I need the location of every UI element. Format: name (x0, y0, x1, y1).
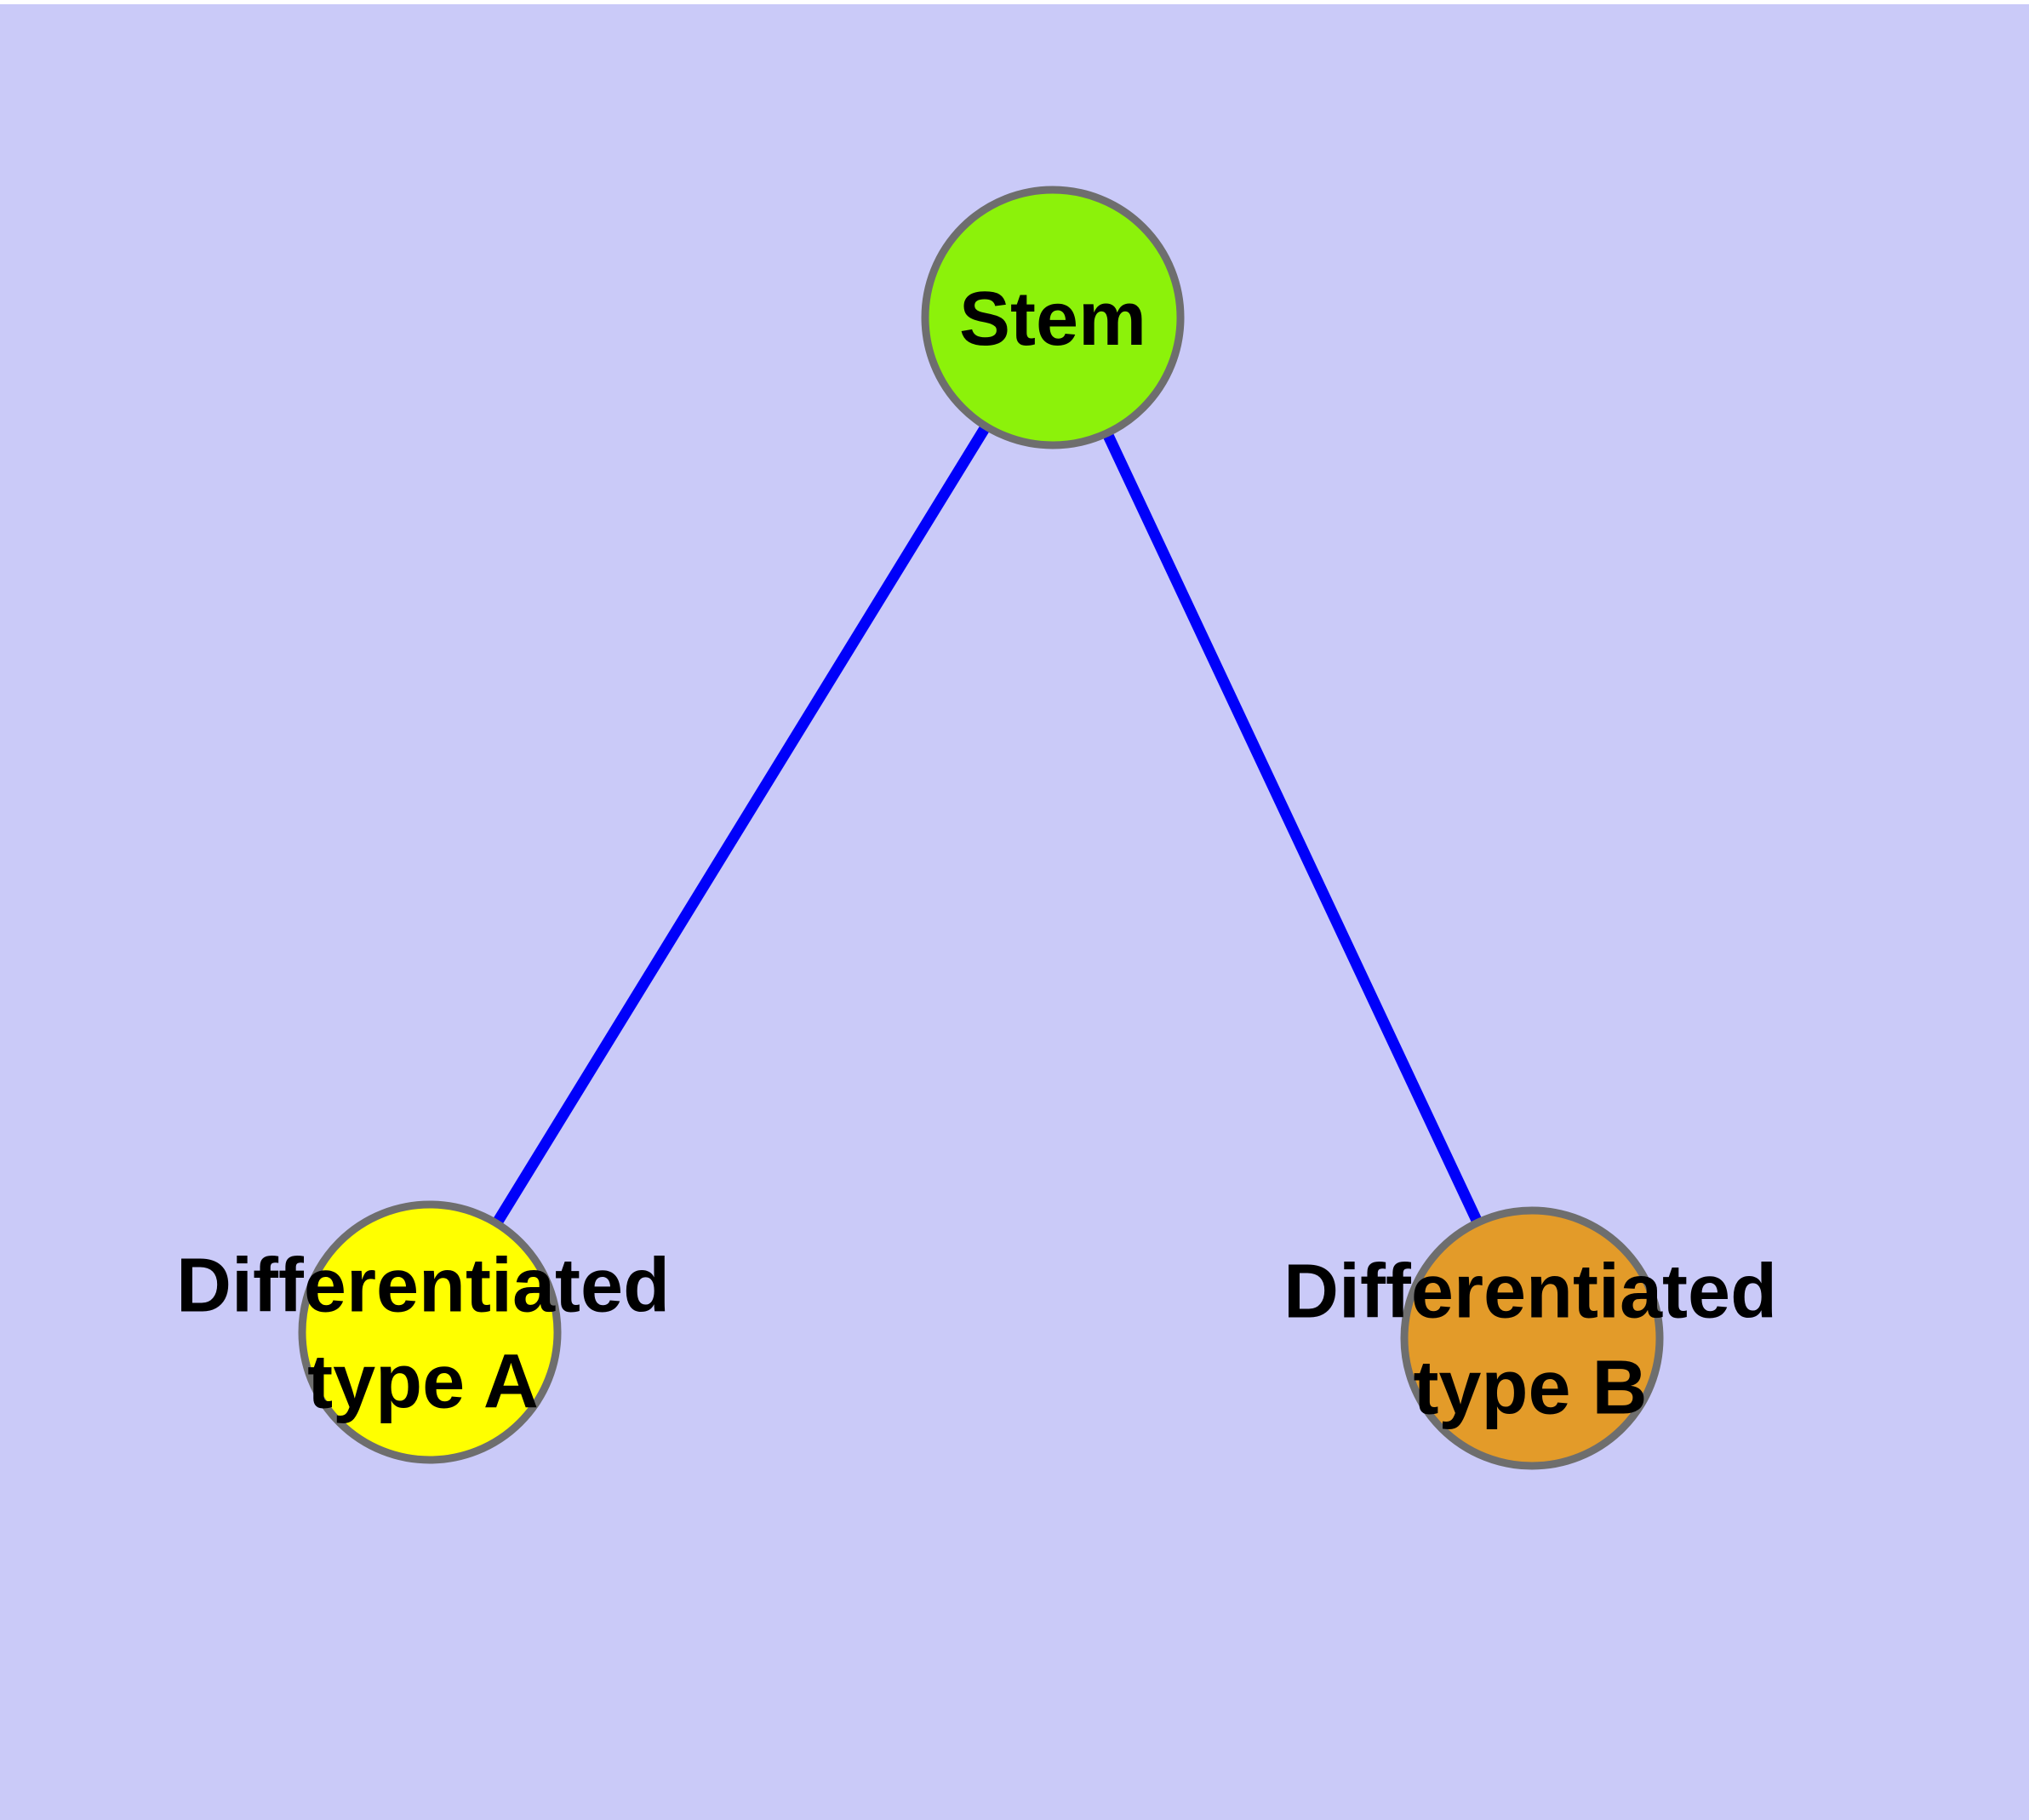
edge-stem-to-type-b (1048, 315, 1537, 1341)
node-differentiated-type-b-circle (1400, 1206, 1664, 1470)
edge-stem-to-type-a (425, 314, 1058, 1336)
node-differentiated-type-a-circle (298, 1200, 562, 1464)
node-differentiated-type-a-label: Differentiated type A (175, 1243, 671, 1425)
top-margin (0, 0, 2029, 4)
node-differentiated-type-b-label: Differentiated type B (1283, 1249, 1778, 1431)
node-stem-circle (921, 186, 1185, 449)
node-stem-label: Stem (958, 276, 1147, 362)
